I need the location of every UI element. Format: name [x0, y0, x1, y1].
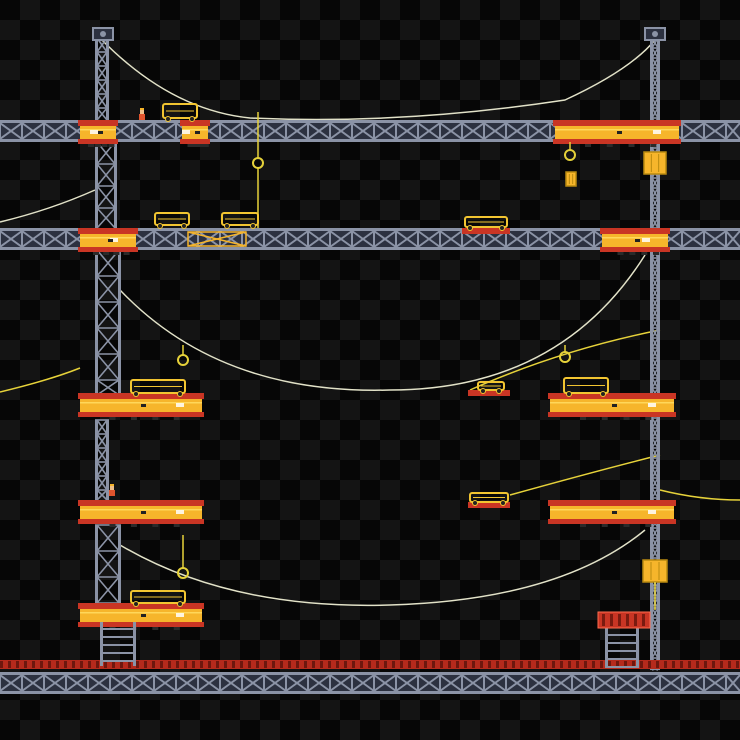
lower-suspension-cable: [119, 529, 646, 607]
hanging-gondola-2: [468, 502, 510, 508]
platform-top-left: [78, 120, 118, 147]
counterweight-top-right: [643, 151, 667, 175]
cart-mid-2: [221, 212, 259, 229]
hanging-gondola-3: [462, 228, 510, 234]
left-tower-middle: [95, 249, 121, 396]
stairs-left: [100, 622, 136, 666]
crane-hook-right-top: [564, 142, 576, 161]
ground-girder-beam: [0, 672, 740, 694]
worker-top: [139, 108, 145, 120]
crane-hook-left-3: [177, 535, 189, 579]
cart-top: [162, 103, 198, 122]
counterweight-bottom-right: [642, 559, 668, 583]
platform-top-left-small: [180, 120, 210, 147]
left-side-cable: [0, 189, 96, 223]
counterweight-small: [565, 171, 577, 187]
conveyor-belt: [0, 660, 740, 669]
platform-top-right: [553, 120, 681, 147]
right-tower-pulley: [644, 27, 666, 41]
cart-lift-left-1: [130, 379, 186, 397]
left-tower-upper: [95, 141, 117, 229]
lift-platform-left-3: [78, 603, 204, 630]
cart-lift-right-1: [563, 377, 609, 397]
lift-platform-right-1: [548, 393, 676, 420]
right-edge-cable: [659, 489, 740, 501]
cart-mid-right: [464, 216, 508, 231]
scissor-lift-frame: [187, 231, 247, 247]
top-suspension-cable: [99, 37, 656, 121]
worker-left-2: [109, 484, 115, 496]
left-tower-bottom: [95, 524, 121, 606]
crane-hook-left-1: [177, 345, 189, 366]
right-mid-cable: [509, 454, 661, 496]
middle-suspension-cable: [119, 254, 646, 391]
lift-platform-left-1: [78, 393, 204, 420]
left-lower-cable: [0, 367, 81, 393]
platform-mid-right: [600, 228, 670, 255]
lift-platform-right-2: [548, 500, 676, 527]
hanging-gondola-1: [468, 390, 510, 396]
stairs-right: [605, 628, 639, 668]
left-tower-pulley: [92, 27, 114, 41]
left-tower-top: [95, 37, 109, 121]
platform-mid-left: [78, 228, 138, 255]
left-tower-lower: [95, 419, 109, 501]
cart-gondola: [469, 492, 509, 506]
red-lift-head: [597, 611, 651, 629]
crane-hook-right-1: [559, 345, 571, 363]
cart-gondola-upper: [477, 381, 505, 394]
lift-platform-left-2: [78, 500, 204, 527]
right-link-cable: [469, 329, 661, 391]
cart-mid-1: [154, 212, 190, 229]
cart-lift-left-3: [130, 590, 186, 607]
